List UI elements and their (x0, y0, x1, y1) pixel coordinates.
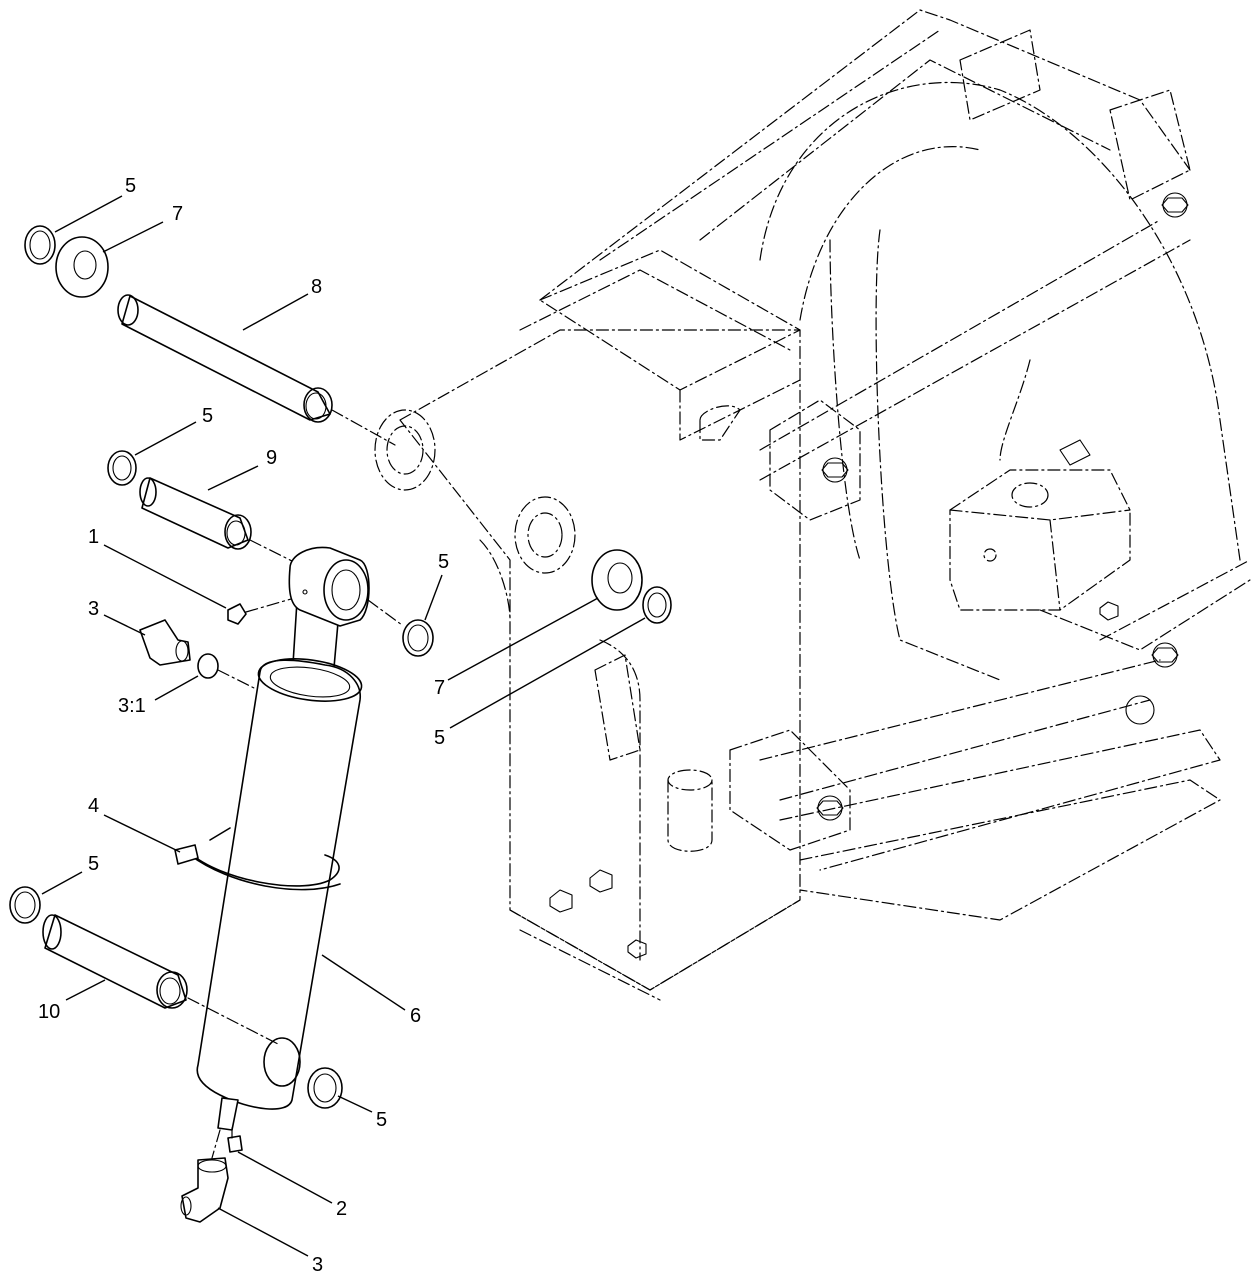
callout-17: 2 (336, 1198, 347, 1220)
callout-16: 5 (376, 1109, 387, 1131)
callout-leaders (41, 195, 646, 1257)
elbow-fitting-lower (180, 1129, 229, 1223)
pin-short (139, 477, 301, 566)
callout-labels: 5 7 8 5 9 1 3 3:1 5 7 5 4 5 10 6 5 2 3 (38, 175, 449, 1276)
callout-6: 1 (88, 526, 99, 548)
retaining-ring-mid-right (367, 599, 434, 657)
callout-7: 3 (88, 598, 99, 620)
retaining-ring-mid (107, 450, 137, 486)
mounting-frame-phantom (374, 9, 1251, 1001)
callout-14: 10 (38, 1001, 60, 1023)
callout-4: 5 (202, 405, 213, 427)
elbow-fitting-upper (139, 619, 191, 666)
callout-9: 5 (438, 551, 449, 573)
retaining-ring-lower-left (9, 886, 41, 924)
pin-lower (42, 914, 281, 1046)
callout-2: 7 (172, 203, 183, 225)
callout-3: 8 (311, 276, 322, 298)
washer-right (591, 549, 643, 611)
cable-tie (174, 827, 341, 891)
washer-top (55, 236, 109, 298)
callout-10: 7 (434, 677, 445, 699)
callout-5: 9 (266, 447, 277, 469)
callout-1: 5 (125, 175, 136, 197)
hydraulic-cylinder (196, 546, 370, 1131)
callout-15: 6 (410, 1005, 421, 1027)
callout-8: 3:1 (118, 695, 146, 717)
callout-18: 3 (312, 1254, 323, 1276)
frame-bolts (549, 192, 1189, 959)
grease-fitting-bottom (227, 1127, 243, 1153)
callout-12: 4 (88, 795, 99, 817)
callout-11: 5 (434, 727, 445, 749)
retaining-ring-top (24, 225, 56, 265)
pin-long (117, 294, 396, 446)
retaining-ring-lower-right (307, 1067, 343, 1109)
retaining-ring-right (642, 586, 672, 624)
callout-13: 5 (88, 853, 99, 875)
o-ring (197, 653, 259, 691)
